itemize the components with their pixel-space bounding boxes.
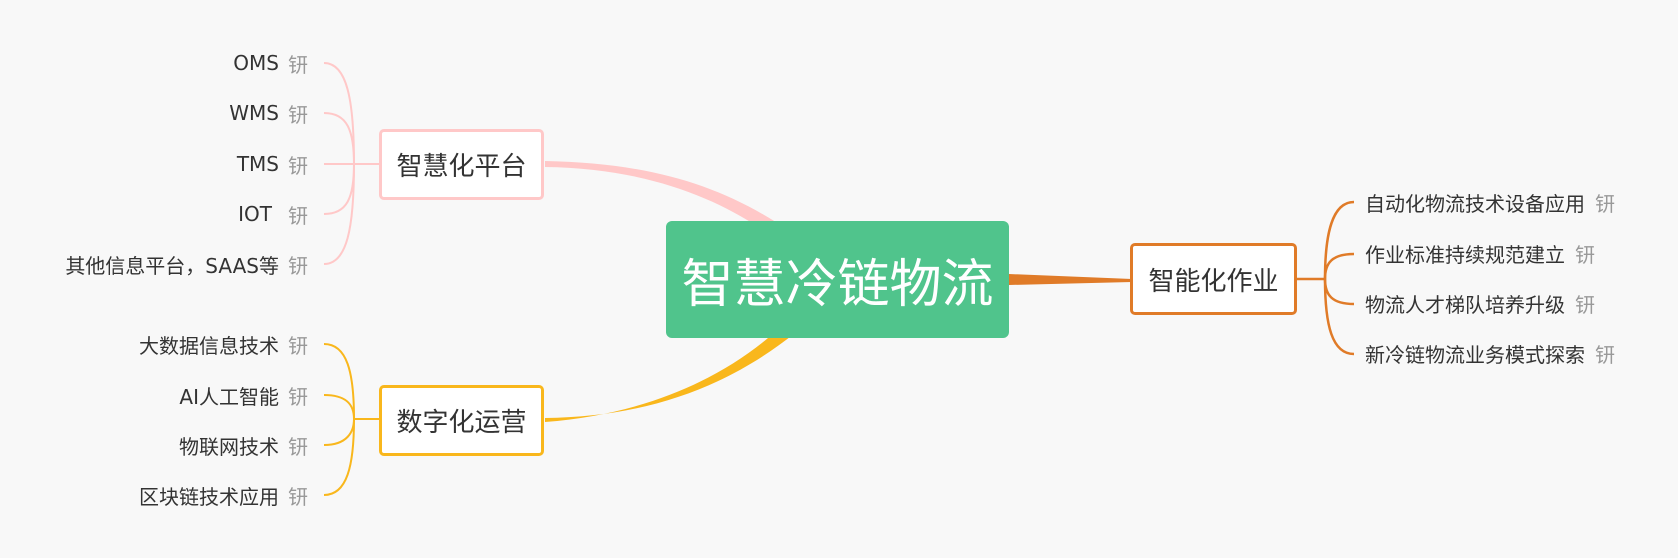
connector-root-operation [1009, 274, 1132, 285]
item-marker: 钘 [288, 52, 308, 77]
leaf-label: TMS [236, 152, 279, 176]
connector-root-platform [545, 161, 785, 228]
leaf-standards[interactable]: 作业标准持续规范建立 钘 [1365, 238, 1595, 268]
leaf-label: 新冷链物流业务模式探索 [1365, 342, 1585, 367]
leaf-label: 作业标准持续规范建立 [1365, 242, 1565, 267]
item-marker: 钘 [1575, 292, 1595, 317]
leaf-ai[interactable]: AI人工智能 钘 [179, 380, 308, 410]
digital-brackets [323, 343, 379, 496]
connector-root-digital [545, 333, 795, 422]
leaf-talent[interactable]: 物流人才梯队培养升级 钘 [1365, 288, 1595, 318]
leaf-blockchain[interactable]: 区块链技术应用 钘 [139, 480, 308, 510]
item-marker: 钘 [288, 484, 308, 509]
leaf-label: 大数据信息技术 [139, 333, 279, 358]
leaf-oms[interactable]: OMS 钘 [233, 48, 308, 78]
leaf-label: 物流人才梯队培养升级 [1365, 292, 1565, 317]
item-marker: 钘 [288, 434, 308, 459]
topic-intelligent-operation[interactable]: 智能化作业 [1130, 243, 1297, 315]
leaf-iot[interactable]: IOT 钘 [238, 199, 308, 229]
item-marker: 钘 [288, 203, 308, 228]
leaf-label: 其他信息平台，SAAS等 [65, 253, 279, 278]
topic-digital-operation[interactable]: 数字化运营 [379, 385, 544, 456]
item-marker: 钘 [288, 384, 308, 409]
item-marker: 钘 [1595, 342, 1615, 367]
item-marker: 钘 [288, 102, 308, 127]
item-marker: 钘 [1575, 242, 1595, 267]
item-marker: 钘 [288, 333, 308, 358]
leaf-tms[interactable]: TMS 钘 [237, 149, 308, 179]
item-marker: 钘 [288, 253, 308, 278]
leaf-label: WMS [229, 101, 279, 125]
leaf-new-model[interactable]: 新冷链物流业务模式探索 钘 [1365, 338, 1615, 368]
leaf-label: 自动化物流技术设备应用 [1365, 191, 1585, 216]
leaf-label: OMS [233, 51, 279, 75]
leaf-label: IOT [238, 202, 272, 226]
leaf-big-data[interactable]: 大数据信息技术 钘 [139, 329, 308, 359]
leaf-automation[interactable]: 自动化物流技术设备应用 钘 [1365, 187, 1615, 217]
platform-brackets [323, 62, 379, 265]
central-topic[interactable]: 智慧冷链物流 [666, 221, 1009, 338]
leaf-label: AI人工智能 [179, 384, 279, 409]
leaf-other-platforms[interactable]: 其他信息平台，SAAS等 钘 [65, 249, 308, 279]
leaf-wms[interactable]: WMS 钘 [229, 98, 308, 128]
item-marker: 钘 [1595, 191, 1615, 216]
leaf-label: 区块链技术应用 [139, 484, 279, 509]
item-marker: 钘 [288, 153, 308, 178]
leaf-label: 物联网技术 [179, 434, 279, 459]
topic-smart-platform[interactable]: 智慧化平台 [379, 129, 544, 200]
leaf-iot-tech[interactable]: 物联网技术 钘 [179, 430, 308, 460]
operation-brackets [1296, 200, 1355, 356]
